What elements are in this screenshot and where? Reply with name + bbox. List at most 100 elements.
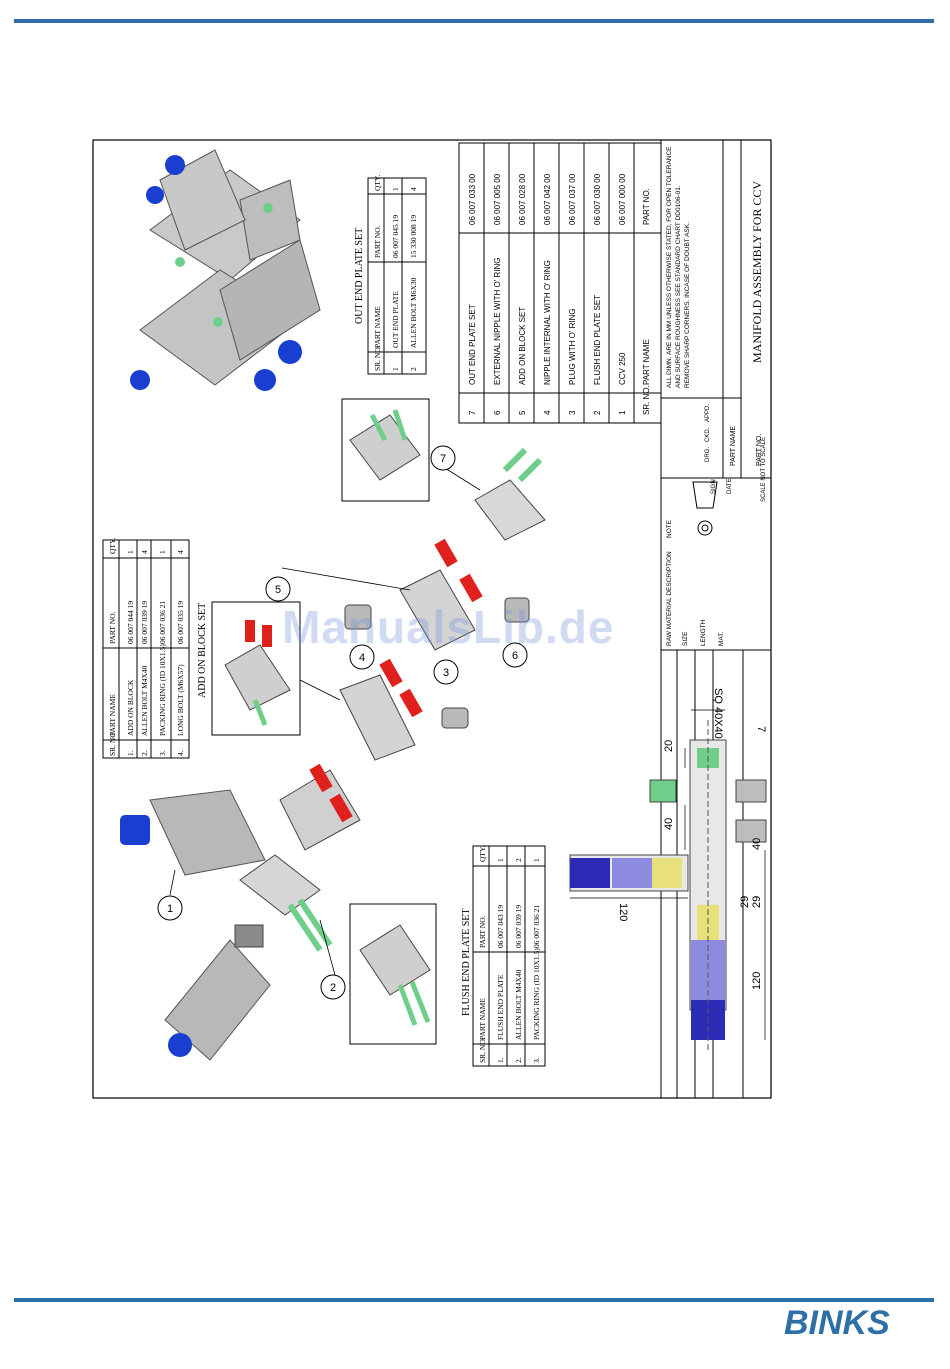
table-cell: PACKING RING (ID 10X1.5) — [158, 644, 167, 736]
svg-text:1: 1 — [167, 903, 173, 915]
table-cell: 06 007 045 19 — [391, 215, 400, 258]
balloon-7: 7 — [430, 445, 456, 471]
table-cell: OUT END PLATE — [391, 291, 400, 348]
balloon-6: 6 — [502, 642, 528, 668]
table-header: PART NO. — [108, 611, 117, 644]
table-cell: 1. — [496, 1057, 505, 1063]
table-header: SR. NO. — [108, 730, 117, 756]
table-cell: 4 — [409, 187, 418, 191]
table-header: PART NO. — [373, 225, 382, 258]
watermark: ManualsLib.de — [282, 601, 615, 653]
table-cell: 3. — [158, 750, 167, 756]
table-header: PART NO. — [478, 915, 487, 948]
label-length: LENGTH — [700, 619, 707, 646]
main-bom-cell: 06 007 033 00 — [468, 173, 477, 225]
table-cell: ADD ON BLOCK — [126, 679, 135, 736]
binks-logo-text: BINKS — [784, 1304, 890, 1340]
main-bom-cell: 6 — [493, 410, 502, 415]
svg-text:3: 3 — [443, 667, 449, 679]
table-cell: 2 — [514, 858, 523, 862]
main-bom-cell: FLUSH END PLATE SET — [593, 295, 602, 385]
label-size: SIZE — [682, 631, 689, 646]
label-ckd: CKD. — [705, 427, 711, 442]
table-cell: 06 007 043 19 — [496, 905, 505, 948]
table-cell: LONG BOLT (M6X57) — [176, 664, 185, 736]
main-bom-header: SR. NO. — [642, 385, 651, 415]
main-bom-cell: 06 007 030 00 — [593, 173, 602, 225]
main-bom-cell: OUT END PLATE SET — [468, 304, 477, 385]
main-bom-cell: 4 — [543, 410, 552, 415]
top-rule — [14, 19, 934, 23]
main-bom-cell: 7 — [468, 410, 477, 415]
label-date: DATE — [727, 478, 733, 494]
main-bom-cell: 06 007 028 00 — [518, 173, 527, 225]
balloon-group: 1 2 3 4 5 6 7 — [157, 445, 528, 1000]
out-end-plate-title: OUT END PLATE SET — [354, 228, 365, 324]
table-cell: 3. — [532, 1057, 541, 1063]
main-bom-header: PART NO. — [642, 188, 651, 225]
flush-end-plate-table: FLUSH END PLATE SET SR. NO.PART NAMEPART… — [461, 845, 546, 1067]
projection-symbol — [697, 520, 713, 536]
table-cell: 1. — [126, 750, 135, 756]
flush-end-plate-title: FLUSH END PLATE SET — [461, 908, 472, 1016]
table-header: PART NAME — [373, 306, 382, 348]
table-cell: ALLEN BOLT M4X40 — [140, 665, 149, 736]
ccv-valve-part-1 — [120, 789, 266, 876]
balloon-2: 2 — [320, 974, 346, 1000]
table-cell: 2 — [409, 367, 418, 371]
dim-40b: 40 — [751, 838, 763, 850]
ccv-valve-lower — [164, 924, 271, 1061]
table-cell: ALLEN BOLT M4X40 — [514, 969, 523, 1040]
table-cell: 1 — [158, 550, 167, 554]
table-cell: 1 — [391, 367, 400, 371]
main-bom-cell: 06 007 005 00 — [493, 173, 502, 225]
flush-end-plate-part-2 — [239, 854, 333, 952]
label-drg: DRG. — [705, 447, 711, 462]
label-sign: SIGN — [711, 479, 717, 494]
table-cell: 06 007 039 19 — [140, 601, 149, 644]
table-cell: 4 — [176, 550, 185, 554]
table-header: QTY. — [373, 175, 382, 191]
nipple-part-6 — [504, 597, 530, 623]
table-header: QTY. — [108, 538, 117, 554]
label-mat: MAT. — [718, 631, 725, 646]
label-note: NOTE — [666, 519, 673, 538]
table-cell: 2. — [140, 750, 149, 756]
table-cell: FLUSH END PLATE — [496, 974, 505, 1040]
add-on-block-title: ADD ON BLOCK SET — [197, 603, 208, 698]
note-line-1: ALL DIMN. ARE IN MM UNLESS OTHERWISE STA… — [666, 146, 673, 388]
table-cell: 2. — [514, 1057, 523, 1063]
svg-text:4: 4 — [359, 652, 365, 664]
out-end-plate-part-7 — [474, 447, 546, 541]
plug-part-3 — [441, 707, 469, 729]
table-cell: 15 330 008 19 — [409, 215, 418, 258]
main-bom-cell: 3 — [568, 410, 577, 415]
binks-logo: BINKS — [782, 1302, 934, 1342]
manifold-illustration — [120, 149, 546, 1061]
svg-text:5: 5 — [275, 584, 281, 596]
table-cell: 06 007 036 21 — [158, 601, 167, 644]
main-bom-cell: 1 — [618, 410, 627, 415]
dim-120a: 120 — [617, 903, 629, 921]
label-scale: SCALE NOT TO SCALE — [761, 437, 767, 502]
add-on-block-2 — [339, 658, 423, 761]
drawing-title: MANIFOLD ASSEMBLY FOR CCV — [750, 181, 764, 363]
dim-29b: 29 — [739, 896, 751, 908]
table-header: PART NAME — [478, 998, 487, 1040]
table-cell: 06 007 035 19 — [176, 601, 185, 644]
note-line-3: REMOVE SHARP CORNERS. INCASE OF DOUBT AS… — [684, 222, 691, 388]
table-cell: 06 007 036 21 — [532, 905, 541, 948]
nipple-part-4 — [344, 604, 372, 630]
table-cell: 1 — [391, 187, 400, 191]
table-cell: 1 — [532, 858, 541, 862]
table-header: QTY. — [478, 846, 487, 862]
bottom-rule — [14, 1298, 934, 1302]
label-part-no: PART NO. — [756, 434, 763, 466]
table-cell: 1 — [496, 858, 505, 862]
main-bom-cell: 5 — [518, 410, 527, 415]
section-view: SQ 40X40 7 20 40 40 29 29 120 120 — [569, 688, 767, 1050]
main-bom-cell: PLUG WITH O' RING — [568, 308, 577, 385]
